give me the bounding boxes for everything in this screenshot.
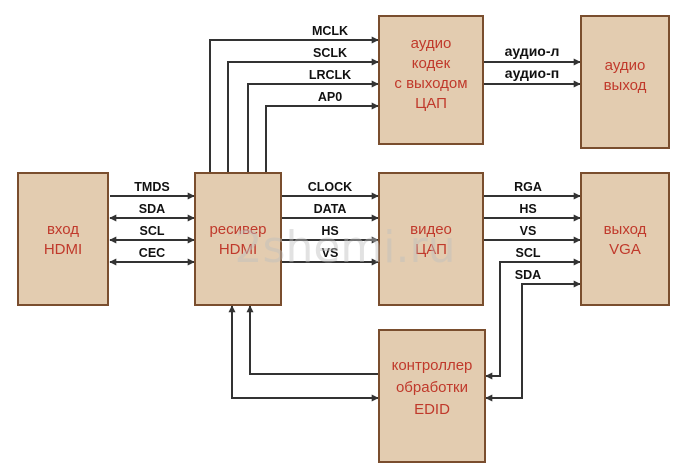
vga-out-line-1: выход bbox=[604, 221, 647, 238]
audio-out-line-1: аудио bbox=[605, 57, 646, 74]
hdmi-in-line-2: HDMI bbox=[44, 241, 82, 258]
block-hdmi-in: вход HDMI bbox=[17, 172, 109, 306]
label-lrclk: LRCLK bbox=[309, 68, 351, 82]
label-mclk: MCLK bbox=[312, 24, 348, 38]
label-scl-hdmi: SCL bbox=[140, 224, 165, 238]
label-clock: CLOCK bbox=[308, 180, 352, 194]
block-video-dac: видео ЦАП bbox=[378, 172, 484, 306]
label-data: DATA bbox=[314, 202, 347, 216]
signal-labels: TMDS SDA SCL CEC MCLK SCLK LRCLK AP0 CLO… bbox=[134, 24, 559, 282]
block-vga-out: выход VGA bbox=[580, 172, 670, 306]
wires bbox=[109, 36, 581, 402]
wire-ap0 bbox=[265, 102, 379, 172]
vga-out-line-2: VGA bbox=[609, 241, 641, 258]
audio-codec-line-2: кодек bbox=[412, 55, 451, 72]
label-sclk: SCLK bbox=[313, 46, 347, 60]
label-scl-vga: SCL bbox=[516, 246, 541, 260]
block-audio-out: аудио выход bbox=[580, 15, 670, 149]
label-sda-vga: SDA bbox=[515, 268, 541, 282]
label-tmds: TMDS bbox=[134, 180, 169, 194]
wire-sclk bbox=[227, 58, 379, 172]
wire-lrclk bbox=[247, 80, 379, 172]
label-cec: CEC bbox=[139, 246, 165, 260]
label-sda-hdmi: SDA bbox=[139, 202, 165, 216]
receiver-line-1: ресивер bbox=[209, 221, 266, 238]
edid-line-3: EDID bbox=[414, 401, 450, 418]
label-ap0: AP0 bbox=[318, 90, 342, 104]
edid-line-2: обработки bbox=[396, 379, 468, 396]
audio-codec-line-4: ЦАП bbox=[415, 95, 447, 112]
receiver-line-2: HDMI bbox=[219, 241, 257, 258]
label-audio-l: аудио-л bbox=[505, 43, 560, 59]
block-edid: контроллер обработки EDID bbox=[378, 329, 486, 463]
block-receiver: ресивер HDMI bbox=[194, 172, 282, 306]
block-audio-codec: аудио кодек с выходом ЦАП bbox=[378, 15, 484, 145]
label-hs-video: HS bbox=[321, 224, 338, 238]
watermark-text: 2shemi.ru bbox=[235, 222, 456, 273]
video-dac-line-1: видео bbox=[410, 221, 452, 238]
edid-line-1: контроллер bbox=[392, 357, 473, 374]
hdmi-in-line-1: вход bbox=[47, 221, 79, 238]
video-dac-line-2: ЦАП bbox=[415, 241, 447, 258]
label-audio-r: аудио-п bbox=[505, 65, 559, 81]
label-vs-video: VS bbox=[322, 246, 339, 260]
wire-receiver-edid-2 bbox=[228, 305, 379, 402]
wire-mclk bbox=[209, 36, 379, 172]
audio-codec-line-3: с выходом bbox=[394, 75, 467, 92]
audio-out-line-2: выход bbox=[604, 77, 647, 94]
label-hs-vga: HS bbox=[519, 202, 536, 216]
wire-receiver-edid-1 bbox=[246, 305, 378, 375]
label-rga: RGA bbox=[514, 180, 542, 194]
wire-sda-vga bbox=[485, 280, 581, 402]
audio-codec-line-1: аудио bbox=[411, 35, 452, 52]
label-vs-vga: VS bbox=[520, 224, 537, 238]
